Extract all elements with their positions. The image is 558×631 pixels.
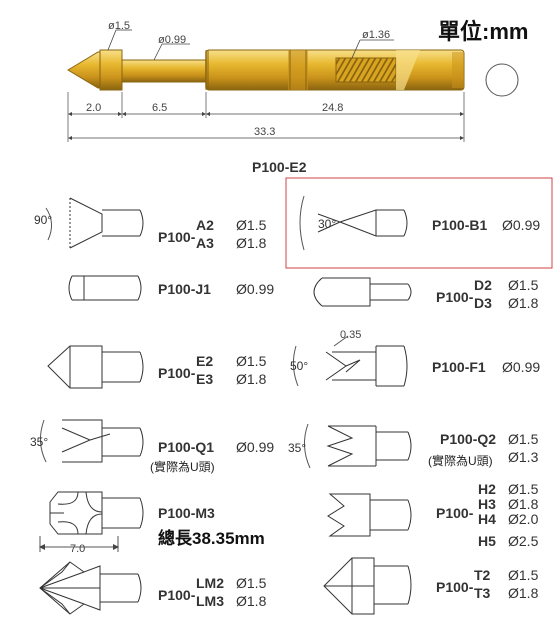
tip-d-prefix: P100- bbox=[436, 289, 474, 305]
probe-plunger bbox=[121, 59, 209, 83]
tip-b1-spec: Ø0.99 bbox=[502, 217, 540, 233]
tip-b1-code: P100-B1 bbox=[432, 217, 487, 233]
tip-lm-spec2: Ø1.8 bbox=[236, 593, 267, 609]
tip-h-drawing bbox=[327, 493, 412, 537]
tip-e-prefix: P100- bbox=[158, 365, 196, 381]
tip-m3-drawing bbox=[39, 491, 144, 552]
tip-t-sub2: T3 bbox=[474, 585, 491, 601]
top-probe: ø1.5 ø0.99 ø1.36 2.0 6.5 24.8 33.3 P100-… bbox=[67, 20, 519, 175]
tip-q1-drawing bbox=[40, 419, 144, 463]
len-plunger-label: 6.5 bbox=[152, 102, 167, 114]
tip-q1-code: P100-Q1 bbox=[158, 439, 214, 455]
tip-f1-spec: Ø0.99 bbox=[502, 359, 540, 375]
tip-a-drawing bbox=[45, 197, 144, 249]
tip-j1-spec: Ø0.99 bbox=[236, 281, 274, 297]
tip-j1-code: P100-J1 bbox=[158, 281, 211, 297]
dia-tip-label: ø1.5 bbox=[108, 20, 130, 32]
dia-shaft-label: ø0.99 bbox=[158, 34, 186, 46]
len-total-label: 33.3 bbox=[254, 126, 275, 138]
tip-q2-spec2: Ø1.3 bbox=[508, 449, 539, 465]
probe-tip-collar bbox=[99, 49, 123, 91]
tip-q2-angle: 35° bbox=[288, 441, 306, 455]
tip-lm-sub2: LM3 bbox=[196, 593, 224, 609]
tip-h-spec4: Ø2.5 bbox=[508, 533, 539, 549]
tip-t-sub1: T2 bbox=[474, 567, 491, 583]
tip-t-spec2: Ø1.8 bbox=[508, 585, 539, 601]
tip-f1-dim: 0.35 bbox=[340, 329, 361, 341]
tip-e-sub2: E3 bbox=[196, 371, 213, 387]
tip-a-sub2: A3 bbox=[196, 235, 214, 251]
tip-a-spec1: Ø1.5 bbox=[236, 217, 267, 233]
tip-b1-angle: 30° bbox=[318, 217, 336, 231]
tip-f1-code: P100-F1 bbox=[432, 359, 486, 375]
tip-lm-spec1: Ø1.5 bbox=[236, 575, 267, 591]
tip-b1-drawing bbox=[299, 195, 408, 251]
tip-d-spec1: Ø1.5 bbox=[508, 277, 539, 293]
tip-f1-angle: 50° bbox=[290, 359, 308, 373]
tip-t-prefix: P100- bbox=[436, 579, 474, 595]
tip-t-drawing bbox=[323, 557, 412, 615]
tip-q2-drawing bbox=[304, 423, 412, 469]
tip-lm-sub1: LM2 bbox=[196, 575, 224, 591]
tip-m3-code: P100-M3 bbox=[158, 505, 215, 521]
len-tip-label: 2.0 bbox=[86, 102, 101, 114]
tip-m3-total-length: 總長38.35mm bbox=[158, 529, 265, 548]
dia-barrel-label: ø1.36 bbox=[362, 29, 390, 41]
len-barrel-label: 24.8 bbox=[322, 102, 343, 114]
tip-q1-spec: Ø0.99 bbox=[236, 439, 274, 455]
top-probe-model: P100-E2 bbox=[252, 159, 307, 175]
tip-d-sub2: D3 bbox=[474, 295, 492, 311]
tip-h-spec2: Ø1.8 bbox=[508, 496, 539, 512]
tip-f1-drawing bbox=[292, 335, 408, 387]
unit-label: 單位:mm bbox=[438, 19, 529, 44]
tip-d-sub1: D2 bbox=[474, 277, 492, 293]
tip-q2-spec1: Ø1.5 bbox=[508, 431, 539, 447]
tip-lm-drawing bbox=[39, 561, 142, 615]
tip-m3-dim: 7.0 bbox=[70, 543, 85, 555]
tip-t-spec1: Ø1.5 bbox=[508, 567, 539, 583]
tip-h-sub1: H2 bbox=[478, 481, 496, 497]
tip-h-spec3: Ø2.0 bbox=[508, 511, 539, 527]
tip-q2-code: P100-Q2 bbox=[440, 431, 496, 447]
tip-q2-note: (實際為U頭) bbox=[428, 454, 493, 468]
tip-e-drawing bbox=[47, 345, 144, 389]
tip-d-spec2: Ø1.8 bbox=[508, 295, 539, 311]
tip-j1-drawing bbox=[68, 275, 142, 301]
tip-h-sub3: H4 bbox=[478, 511, 496, 527]
tip-q1-angle: 35° bbox=[30, 435, 48, 449]
tip-e-sub1: E2 bbox=[196, 353, 213, 369]
tip-e-spec2: Ø1.8 bbox=[236, 371, 267, 387]
tip-h-spec1: Ø1.5 bbox=[508, 481, 539, 497]
tip-a-spec2: Ø1.8 bbox=[236, 235, 267, 251]
tip-a-prefix: P100- bbox=[158, 229, 196, 245]
tip-h-prefix: P100- bbox=[436, 505, 474, 521]
tip-a-angle: 90° bbox=[34, 213, 52, 227]
probe-spring bbox=[335, 57, 397, 83]
tip-h-sub2: H3 bbox=[478, 496, 496, 512]
tip-e-spec1: Ø1.5 bbox=[236, 353, 267, 369]
probe-tip-cone bbox=[67, 51, 101, 89]
tip-a-sub1: A2 bbox=[196, 217, 214, 233]
probe-end-view bbox=[485, 63, 519, 97]
tip-lm-prefix: P100- bbox=[158, 587, 196, 603]
tip-d-drawing bbox=[313, 277, 412, 307]
tip-q1-note: (實際為U頭) bbox=[150, 460, 215, 474]
tip-b1-highlight-box bbox=[285, 177, 553, 269]
probe-barrel bbox=[205, 49, 465, 91]
tip-h-sub4: H5 bbox=[478, 533, 496, 549]
